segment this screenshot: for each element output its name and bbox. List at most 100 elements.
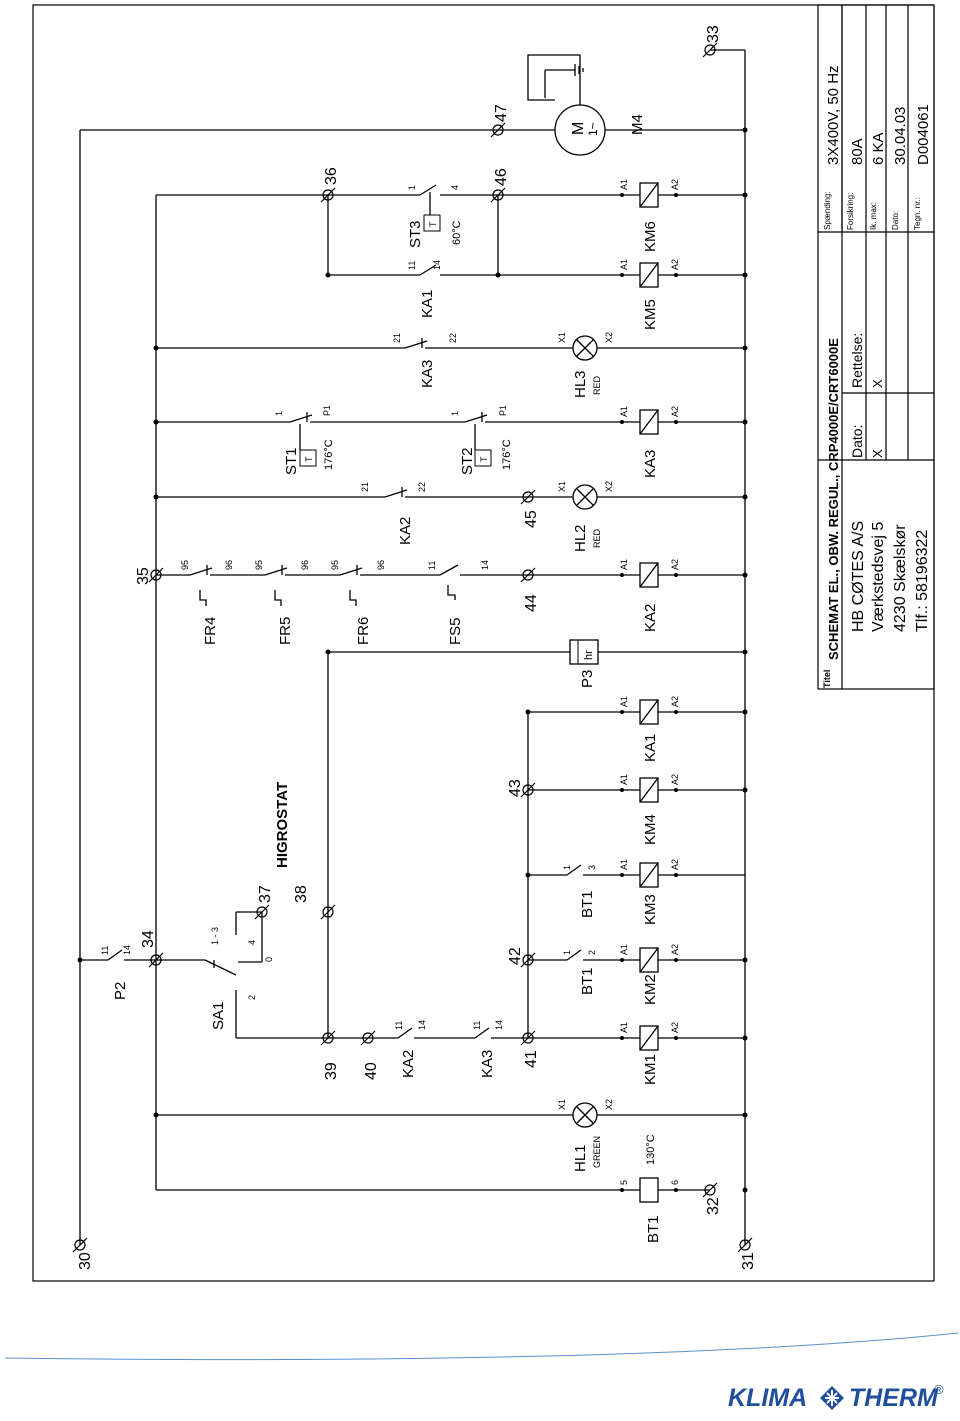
label-m4: M4: [629, 114, 646, 135]
pin-sa1-0: 0: [264, 957, 274, 962]
pin-km5-a2: A2: [670, 259, 680, 270]
pin-ka1-14: 14: [432, 260, 442, 270]
terminal-45: 45: [523, 510, 540, 528]
label-fr6: FR6: [355, 617, 372, 645]
label-ka1-b: KA1: [419, 290, 436, 318]
pin-fr4-95: 95: [180, 560, 190, 570]
label-hl3: HL3: [572, 370, 589, 398]
pin-sa1-13: 1 - 3: [210, 927, 220, 945]
spaending-value: 3X400V, 50 Hz: [825, 65, 842, 165]
pin-p2-14: 14: [122, 945, 132, 955]
pin-hl3-x2: X2: [604, 332, 614, 343]
terminal-30: 30: [77, 1252, 94, 1270]
pin-sa1-2: 2: [247, 995, 257, 1000]
label-hl2: HL2: [572, 524, 589, 552]
terminal-40: 40: [363, 1062, 380, 1080]
tegn-value: D004061: [915, 104, 932, 165]
pin-ka2-a2: A2: [670, 559, 680, 570]
pin-fr6-95: 95: [330, 560, 340, 570]
label-bt1-c: BT1: [645, 1215, 662, 1243]
terminal-46: 46: [493, 168, 510, 186]
terminal-47: 47: [493, 104, 510, 122]
pin-fr5-96: 96: [300, 560, 310, 570]
pin-bt1b-3: 3: [587, 865, 597, 870]
x-mark-2: X: [870, 379, 885, 388]
terminal-33: 33: [705, 25, 722, 43]
pin-km2-a2: A2: [670, 944, 680, 955]
pin-ka3-11: 11: [472, 1021, 482, 1030]
logo-text-right: THERM: [849, 1384, 938, 1412]
drawing-frame: [32, 4, 935, 1282]
dato2-label: Dato:: [891, 211, 900, 230]
snowflake-icon: [820, 1386, 844, 1410]
pin-km5-a1: A1: [619, 259, 629, 270]
terminal-37: 37: [257, 885, 274, 903]
label-km4: KM4: [642, 814, 659, 845]
contacts: [107, 184, 582, 1039]
pin-fs5-14: 14: [480, 560, 490, 570]
ik-value: 6 KA: [870, 132, 887, 165]
company-name: HB CØTES A/S: [850, 521, 867, 632]
ik-label: Ik. max:: [869, 202, 878, 230]
label-ka2: KA2: [642, 604, 659, 632]
pin-km3-a2: A2: [670, 859, 680, 870]
pin-ka3-a2: A2: [670, 406, 680, 417]
pin-ka3-22: 22: [448, 333, 458, 343]
component-labels: P2 SA1 KA2 KA3 BT1 BT1 BT1 HL1 HL2 HL3 K…: [112, 114, 662, 1243]
pin-st1-t: T: [304, 456, 314, 462]
indicator-lamps: [572, 335, 598, 1128]
label-higrostat: HIGROSTAT: [274, 782, 291, 868]
terminal-34: 34: [140, 930, 157, 948]
label-st2: ST2: [459, 447, 476, 475]
pin-ka2-11: 11: [394, 1021, 404, 1030]
pin-hl3-x1: X1: [557, 332, 567, 343]
label-ka3: KA3: [642, 450, 659, 478]
temp-176-b: 176°C: [501, 439, 513, 470]
logo-text-left: KLIMA: [728, 1384, 808, 1412]
pin-red-hl3: RED: [592, 375, 602, 395]
titel-label: Titel: [822, 670, 832, 688]
x-mark-1: X: [870, 449, 885, 458]
pin-st1-1: 1: [274, 411, 284, 416]
label-ka2-b: KA2: [397, 517, 414, 545]
terminal-labels: 30 31 32 33 34 35 36 37 38 39 40 41 42 4…: [77, 25, 757, 1270]
label-bt1-b: BT1: [579, 890, 596, 918]
pin-st3-1: 1: [407, 185, 417, 190]
pin-ka2-14: 14: [417, 1020, 427, 1030]
pin-km1-a2: A2: [670, 1022, 680, 1033]
temp-176-a: 176°C: [323, 439, 335, 470]
pin-hl2-x1: X1: [557, 481, 567, 492]
label-fr5: FR5: [277, 617, 294, 645]
title-block-text: Titel SCHEMAT EL., OBW. REGUL., CRP4000E…: [822, 65, 932, 688]
pin-ka1-a1: A1: [619, 696, 629, 707]
pin-ka1-a2: A2: [670, 696, 680, 707]
company-street: Værkstedsvej 5: [870, 522, 887, 632]
pin-bt1-5: 5: [619, 1180, 629, 1185]
pin-km4-a1: A1: [619, 774, 629, 785]
terminal-41: 41: [523, 1050, 540, 1068]
terminal-35: 35: [135, 567, 152, 585]
temp-60: 60°C: [451, 220, 463, 245]
relay-coils: [639, 182, 659, 1203]
branch-wires: [80, 54, 745, 1191]
terminal-38: 38: [293, 885, 310, 903]
label-bt1-a: BT1: [579, 967, 596, 995]
label-km3: KM3: [642, 894, 659, 925]
rettelse-label: Rettelse:: [849, 333, 865, 388]
pin-st2-1: 1: [450, 411, 460, 416]
terminal-39: 39: [323, 1062, 340, 1080]
pin-ka3-14: 14: [494, 1020, 504, 1030]
pin-bt1-1: 1: [562, 950, 572, 955]
pin-labels: GREEN RED RED 130°C 176°C 176°C 60°C 11 …: [100, 179, 680, 1185]
dato-label: Dato:: [849, 425, 865, 458]
pin-km6-a1: A1: [619, 179, 629, 190]
pin-fs5-11: 11: [427, 561, 437, 570]
terminal-42: 42: [507, 947, 524, 965]
pin-st3-t: T: [428, 221, 438, 227]
pin-bt1b-1: 1: [562, 865, 572, 870]
pin-st2-p1: P1: [498, 405, 508, 416]
label-st1: ST1: [283, 447, 300, 475]
label-hl1: HL1: [572, 1144, 589, 1172]
title-block: [817, 4, 935, 690]
terminal-43: 43: [507, 779, 524, 797]
